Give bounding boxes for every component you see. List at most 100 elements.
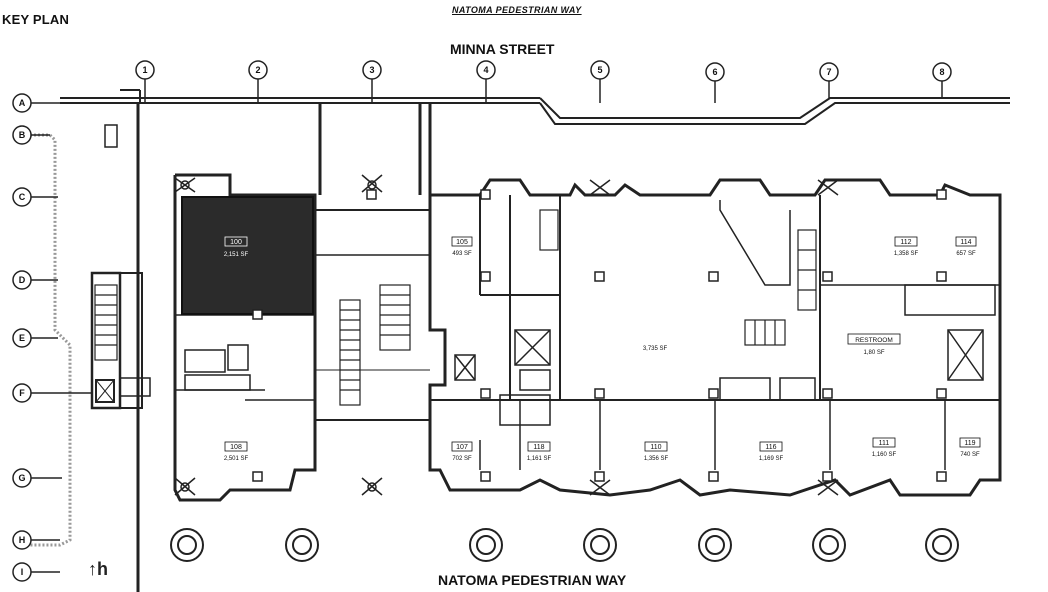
minna-property-line [60,89,1010,125]
grid-row-I-label: I [21,567,24,577]
top-street-label: NATOMA PEDESTRIAN WAY [452,5,582,15]
grid-row-B [12,125,50,145]
restroom-size: 1,80 SF [863,350,884,356]
minna-street-label: MINNA STREET [450,41,555,57]
grid-row-I [12,562,60,582]
grid-row-E [12,328,58,348]
unit-area: 2,501 SF [224,456,249,462]
grid-col-8-label: 8 [939,67,944,77]
unit-107: 107 702 SF [451,441,473,462]
grid-col-5 [590,60,610,103]
grid-col-3-label: 3 [369,65,374,75]
svg-text:↑h: ↑h [88,559,108,579]
door-icon [817,479,839,496]
unit-108: 108 2,501 SF [224,441,249,462]
grid-col-4 [476,60,496,103]
grid-col-5-label: 5 [597,65,602,75]
grid-row-A-label: A [19,98,26,108]
unit-area: 493 SF [452,251,472,257]
building-walls [136,103,1002,592]
unit-114: 114 657 SF [955,236,977,257]
key-plan: ↑h [30,124,151,579]
planter-icon [469,528,503,562]
grid-col-1 [135,60,155,103]
grid-col-7-label: 7 [826,67,831,77]
planter-icon [170,528,204,562]
unit-area: 657 SF [956,251,976,257]
grid-col-6-label: 6 [712,67,717,77]
restroom-label: RESTROOM [855,337,893,344]
unit-area: 702 SF [452,456,472,462]
key-plan-title: KEY PLAN [2,12,70,27]
grid-row-E-label: E [19,333,25,343]
door-icon [174,477,196,496]
unit-number: 108 [230,444,242,451]
grid-row-D [12,270,58,290]
unit-number: 107 [456,444,468,451]
unit-112: 112 1,358 SF [894,236,919,257]
planter-icon [812,528,846,562]
grid-columns [135,60,952,103]
grid-row-C-label: C [19,192,26,202]
grid-col-6 [705,62,725,103]
door-icon [361,174,383,193]
door-icon [589,479,611,496]
unit-number: 112 [900,239,911,246]
grid-row-C [12,187,58,207]
unit-area: 1,358 SF [894,251,919,257]
unit-111: 111 1,160 SF [872,437,897,458]
lobby-area: 3,735 SF [643,346,668,352]
door-icon [589,179,611,196]
door-icon [174,177,196,193]
planter-icon [583,528,617,562]
unit-100-highlight [181,196,314,315]
grid-row-H [12,530,60,550]
grid-row-A [12,93,60,113]
grid-col-2-label: 2 [255,65,260,75]
unit-area: 2,151 SF [224,252,249,258]
grid-row-B-label: B [19,130,26,140]
grid-col-1-label: 1 [142,65,147,75]
unit-area: 1,160 SF [872,452,897,458]
grid-col-7 [819,62,839,98]
grid-row-G [12,468,62,488]
unit-area: 1,161 SF [527,456,552,462]
planter-icon [285,528,319,562]
unit-116: 116 1,169 SF [759,441,784,462]
unit-number: 111 [879,440,890,447]
unit-number: 118 [533,444,544,451]
unit-119: 119 740 SF [959,437,981,458]
planter-icon [925,528,959,562]
unit-number: 105 [456,239,468,246]
door-icon [361,477,383,496]
grid-col-4-label: 4 [483,65,488,75]
grid-row-G-label: G [18,473,25,483]
unit-number: 114 [960,239,971,246]
unit-110: 110 1,356 SF [644,441,669,462]
grid-row-F-label: F [19,388,25,398]
unit-118: 118 1,161 SF [527,441,552,462]
structural-columns [252,189,947,482]
door-icon [817,179,839,196]
grid-row-F [12,383,92,403]
unit-number: 119 [964,440,975,447]
planters [170,528,959,562]
entry-doors [174,174,839,496]
unit-area: 1,169 SF [759,456,784,462]
unit-area: 740 SF [960,452,980,458]
planter-icon [698,528,732,562]
unit-number: 110 [650,444,661,451]
unit-100: 100 2,151 SF [224,236,249,258]
natoma-street-label: NATOMA PEDESTRIAN WAY [438,572,627,588]
grid-col-8 [932,62,952,98]
stairs [94,209,817,406]
grid-row-D-label: D [19,275,26,285]
restroom-area: RESTROOM 1,80 SF [847,333,901,356]
grid-rows [12,93,92,582]
grid-col-2 [248,60,268,103]
grid-row-H-label: H [19,535,26,545]
unit-number: 116 [765,444,776,451]
unit-105: 105 493 SF [451,236,473,257]
grid-col-3 [362,60,382,103]
